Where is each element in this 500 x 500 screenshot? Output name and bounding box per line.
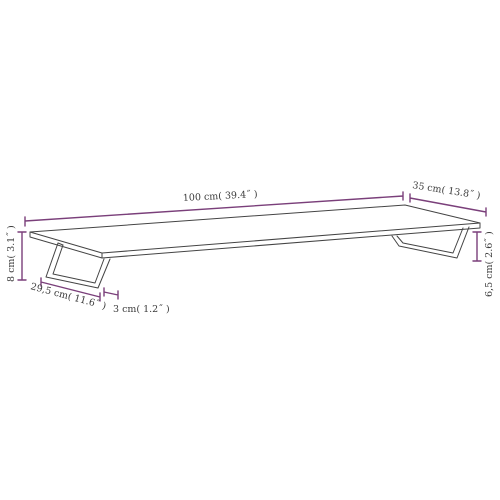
stand-drawing (29, 204, 481, 289)
height-dim-line (17, 231, 27, 281)
left-leg-top (57, 242, 64, 246)
height-label: 8 cm( 3.1˝ ) (6, 225, 17, 282)
leg-depth-dim-line (40, 277, 101, 302)
left-leg-outer (45, 242, 111, 289)
clearance-dim-line (472, 231, 482, 262)
left-leg-inner (52, 244, 105, 284)
leg-width-label: 3 cm( 1.2˝ ) (113, 304, 170, 315)
right-leg-inner (396, 227, 464, 254)
length-label: 100 cm( 39.4˝ ) (183, 189, 258, 204)
length-dim-line (24, 191, 404, 227)
clearance-label: 6,5 cm( 2.6˝ ) (484, 231, 495, 297)
depth-label: 35 cm( 13.8˝ ) (412, 180, 482, 202)
leg-depth-label: 29,5 cm( 11.6˝ ) (29, 281, 107, 312)
leg-width-dim-line (103, 287, 119, 300)
right-leg-outer (391, 226, 470, 259)
depth-dim-line (409, 193, 487, 217)
dimension-lines (17, 191, 487, 302)
